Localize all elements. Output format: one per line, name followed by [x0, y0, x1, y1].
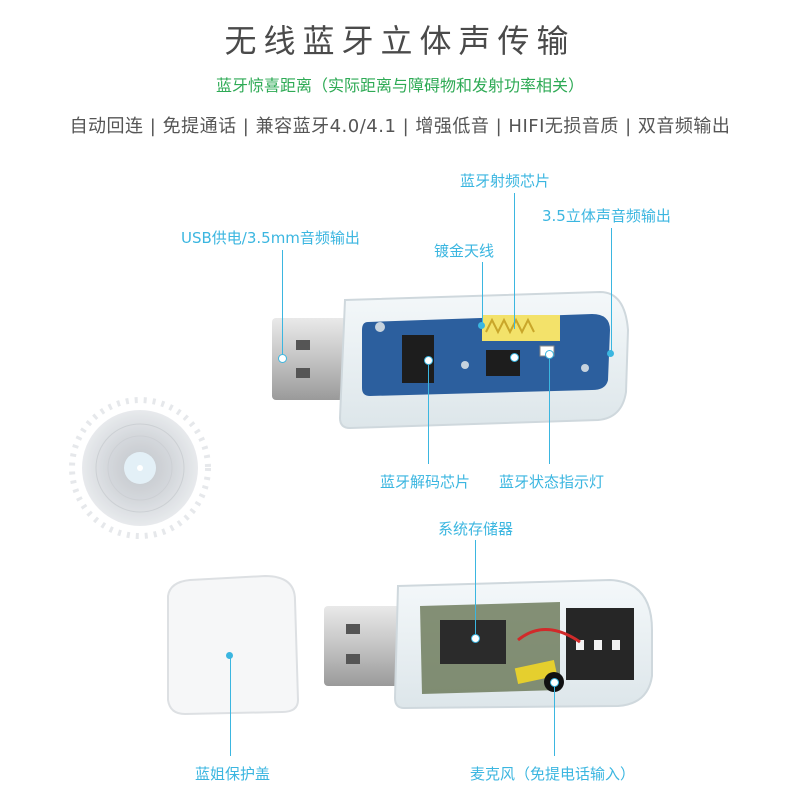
dot-stereo-out: [607, 350, 614, 357]
dot-status-led: [545, 350, 554, 359]
label-usb-power: USB供电/3.5mm音频输出: [181, 229, 360, 247]
usb-adapter-top: [272, 290, 630, 430]
usb-plug-top: [272, 318, 352, 400]
line-usb-power: [282, 250, 283, 358]
page-subtitle: 蓝牙惊喜距离（实际距离与障碍物和发射功率相关）: [215, 76, 584, 95]
page-title: 无线蓝牙立体声传输: [224, 22, 576, 60]
label-mic: 麦克风（免提电话输入）: [470, 765, 636, 783]
usb-adapter-bottom: [324, 578, 653, 710]
dot-cap: [226, 652, 233, 659]
line-memory: [475, 540, 476, 638]
label-decoder-chip: 蓝牙解码芯片: [380, 473, 471, 491]
line-mic: [554, 682, 555, 756]
dot-gold-antenna: [478, 322, 485, 329]
label-memory: 系统存储器: [438, 520, 514, 538]
dot-mic: [550, 678, 559, 687]
feature-list: 自动回连 | 免提通话 | 兼容蓝牙4.0/4.1 | 增强低音 | HIFI无…: [69, 116, 731, 137]
line-status-led: [549, 354, 550, 464]
line-cap: [230, 656, 231, 756]
line-gold-antenna: [482, 262, 483, 326]
usb-plug-bottom: [324, 606, 406, 686]
label-status-led: 蓝牙状态指示灯: [499, 473, 605, 491]
label-cap: 蓝姐保护盖: [195, 765, 271, 783]
line-decoder-chip: [428, 360, 429, 464]
dot-decoder-chip: [424, 356, 433, 365]
vinyl-record-graphic: [69, 397, 211, 539]
label-gold-antenna: 镀金天线: [434, 242, 495, 260]
line-stereo-out: [611, 228, 612, 354]
protective-cap-graphic: [167, 574, 300, 716]
line-rf-chip: [514, 193, 515, 329]
dot-rf-chip: [510, 353, 519, 362]
dot-usb-power: [278, 354, 287, 363]
dot-memory: [471, 634, 480, 643]
label-rf-chip: 蓝牙射频芯片: [460, 172, 551, 190]
label-stereo-out: 3.5立体声音频输出: [542, 207, 671, 225]
